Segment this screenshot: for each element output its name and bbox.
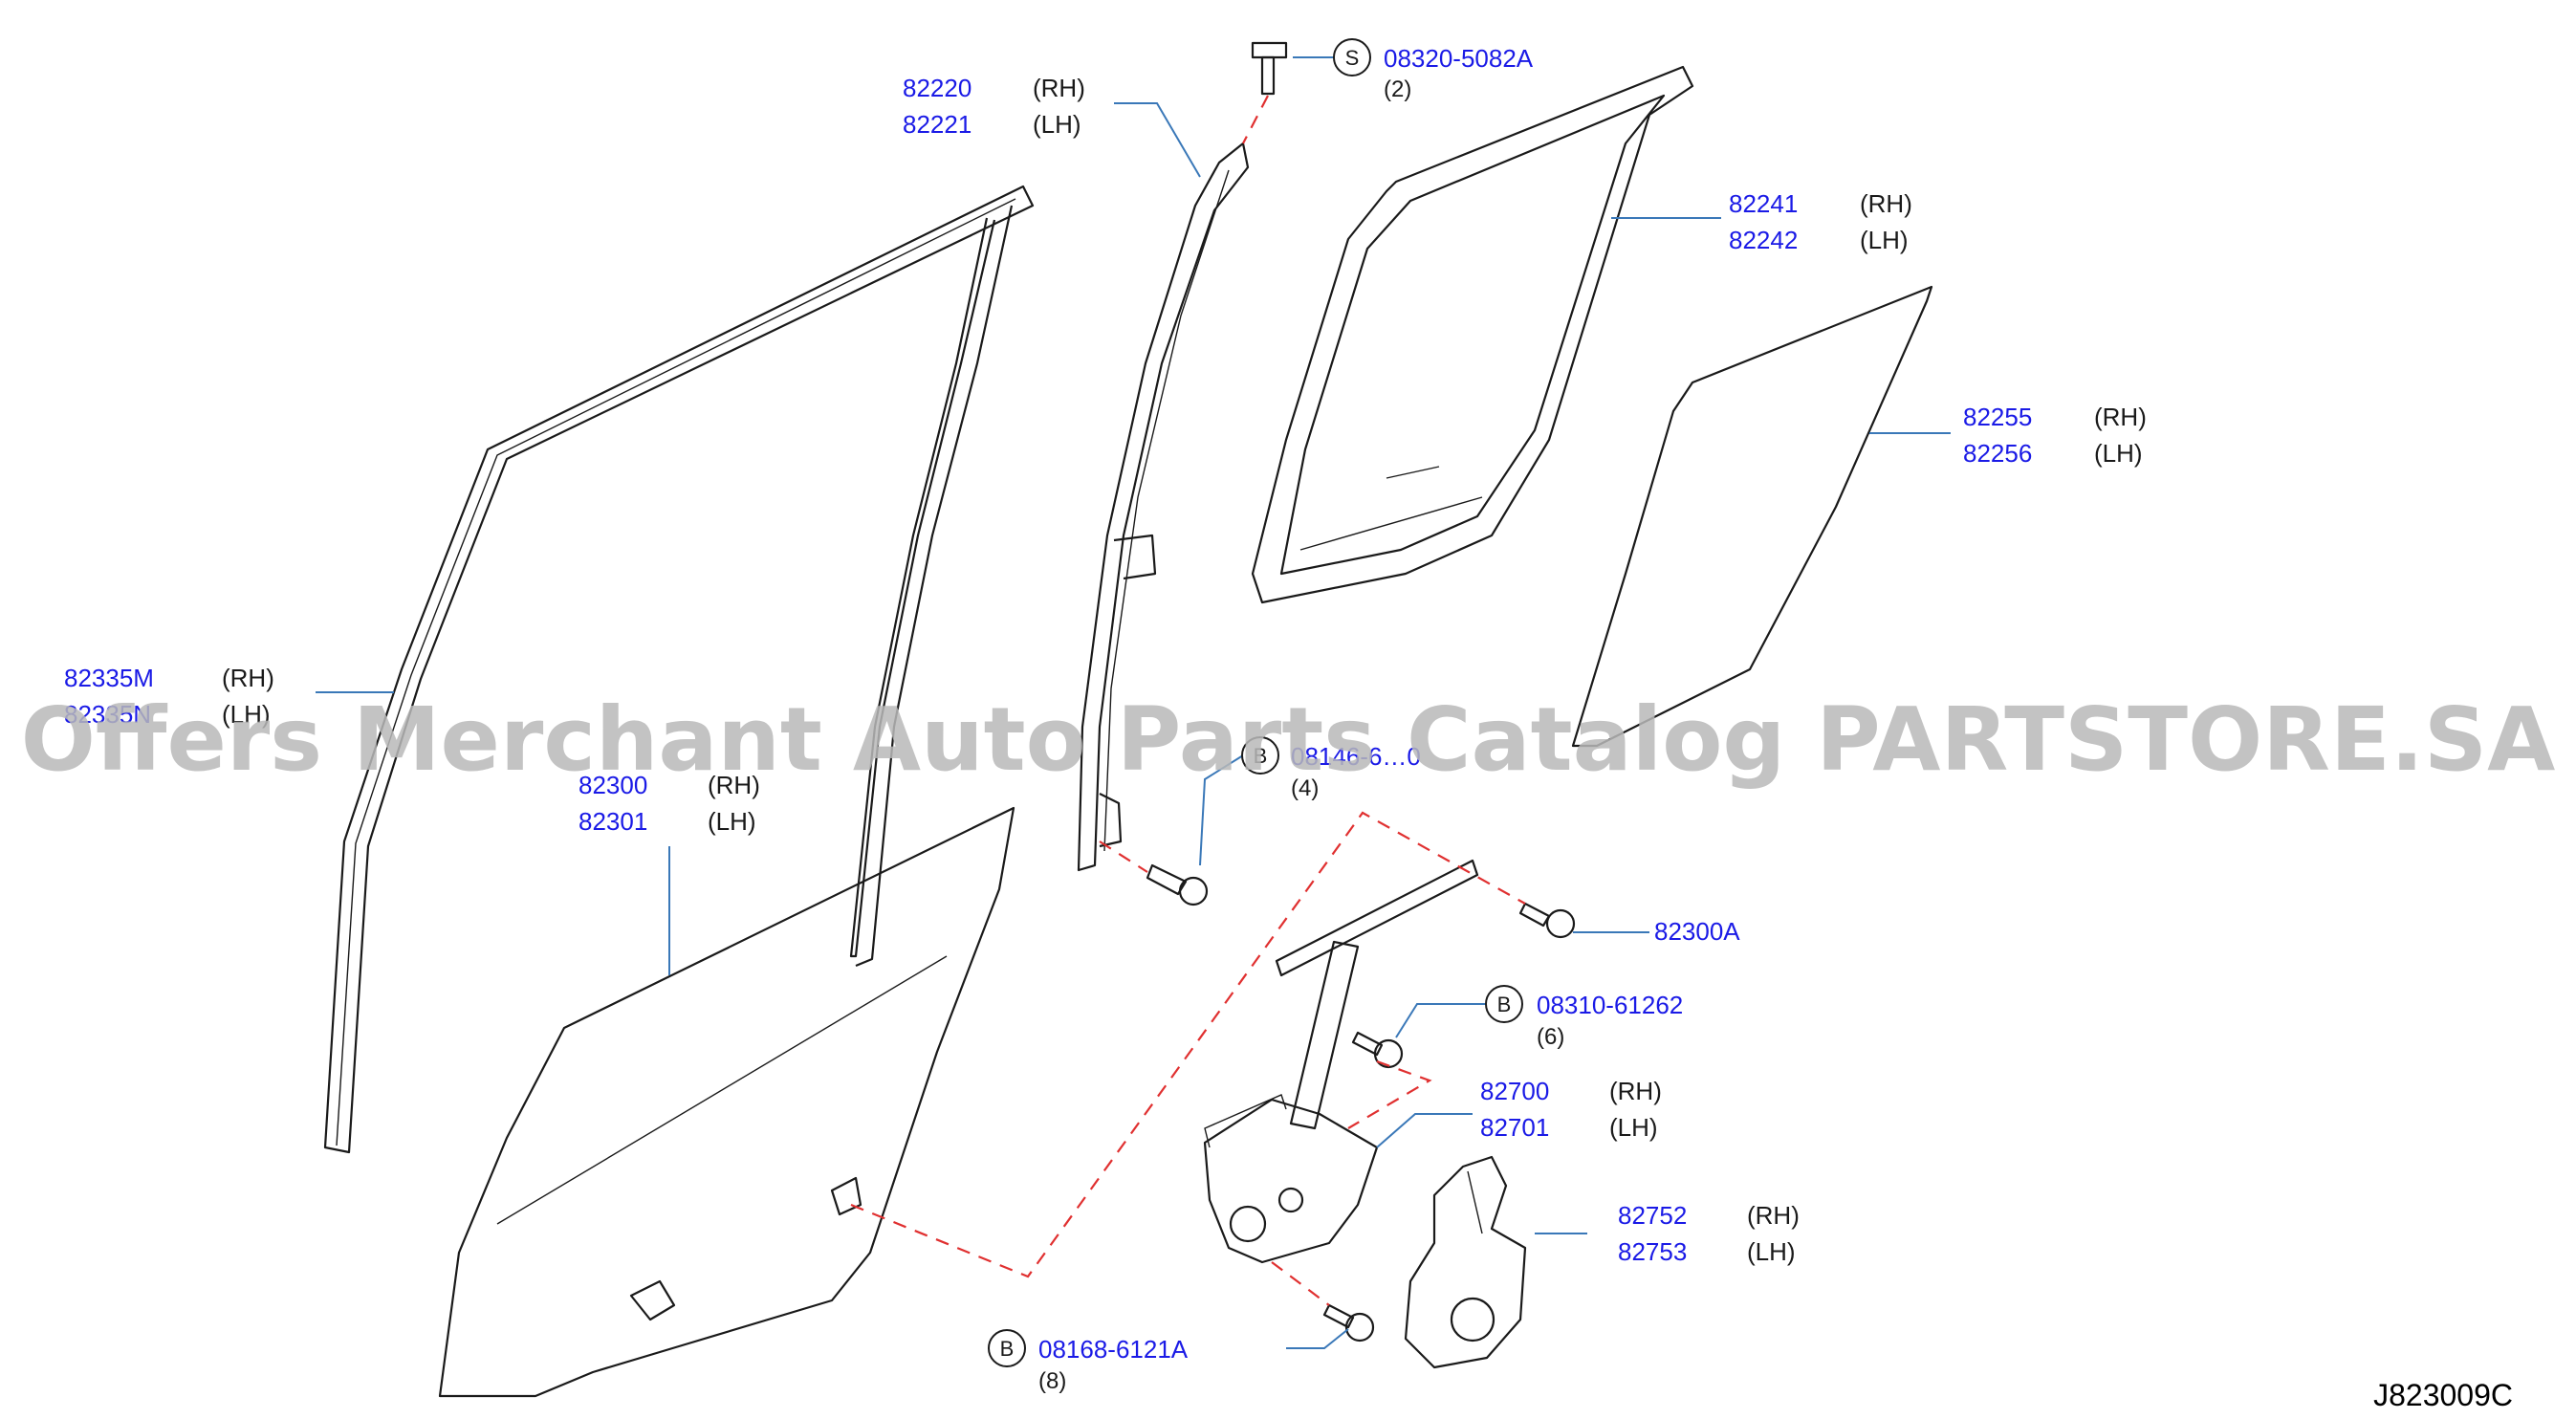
side-rh: (RH) — [2094, 403, 2147, 431]
part-number-08310[interactable]: 08310-61262 — [1537, 991, 1683, 1019]
part-number-82256[interactable]: 82256 — [1963, 439, 2032, 468]
label-82300: 82300 (RH) 82301 (LH) — [579, 771, 760, 836]
label-82220: 82220 (RH) 82221 (LH) — [903, 74, 1085, 139]
side-lh: (LH) — [1609, 1113, 1658, 1142]
regulator-motor[interactable] — [1404, 1155, 1527, 1369]
glass-run-weatherstrip[interactable] — [323, 185, 1035, 1154]
part-number-82242[interactable]: 82242 — [1729, 226, 1798, 254]
side-rh: (RH) — [1747, 1201, 1800, 1230]
quantity: (2) — [1384, 76, 1411, 102]
part-number-82301[interactable]: 82301 — [579, 807, 647, 836]
part-number-82753[interactable]: 82753 — [1618, 1237, 1687, 1266]
bolt-08146[interactable] — [1146, 863, 1209, 906]
code-letter: S — [1345, 46, 1360, 70]
label-08146: B 08146-6…0 (4) — [1241, 736, 1421, 801]
part-number-82220[interactable]: 82220 — [903, 74, 971, 102]
part-number-08320[interactable]: 08320-5082A — [1384, 44, 1534, 73]
assembly-dash-lines — [850, 95, 1526, 1306]
label-08168: B 08168-6121A (8) — [988, 1329, 1189, 1394]
code-letter: B — [1497, 993, 1512, 1016]
part-number-82752[interactable]: 82752 — [1618, 1201, 1687, 1230]
part-number-82701[interactable]: 82701 — [1480, 1113, 1549, 1142]
part-number-82700[interactable]: 82700 — [1480, 1077, 1549, 1105]
part-number-82335N[interactable]: 82335N — [64, 700, 151, 729]
label-82241: 82241 (RH) 82242 (LH) — [1729, 189, 1912, 254]
side-lh: (LH) — [222, 700, 271, 729]
label-82752: 82752 (RH) 82753 (LH) — [1618, 1201, 1800, 1266]
side-rh: (RH) — [1860, 189, 1912, 218]
side-lh: (LH) — [1860, 226, 1909, 254]
label-82700: 82700 (RH) 82701 (LH) — [1480, 1077, 1662, 1142]
bolt-08320[interactable] — [1251, 41, 1288, 96]
leader-lines — [316, 56, 1951, 1349]
label-08320: S 08320-5082A (2) — [1333, 38, 1534, 102]
side-rh: (RH) — [1609, 1077, 1662, 1105]
label-08310: B 08310-61262 (6) — [1485, 985, 1683, 1050]
door-frame-sash[interactable] — [1251, 65, 1694, 604]
part-number-08168[interactable]: 08168-6121A — [1038, 1335, 1189, 1364]
label-82255: 82255 (RH) 82256 (LH) — [1963, 403, 2147, 468]
side-lh: (LH) — [1747, 1237, 1796, 1266]
part-number-82255[interactable]: 82255 — [1963, 403, 2032, 431]
quantity: (4) — [1291, 775, 1319, 801]
side-rh: (RH) — [1033, 74, 1085, 102]
code-letter: B — [1254, 744, 1268, 768]
part-number-82300[interactable]: 82300 — [579, 771, 647, 799]
label-82335: 82335M (RH) 82335N (LH) — [64, 664, 274, 729]
label-82300A: 82300A — [1654, 917, 1740, 946]
code-letter: B — [1000, 1337, 1015, 1361]
code-circle — [988, 1329, 1026, 1367]
diagram-reference-code: J823009C — [2373, 1378, 2513, 1412]
sash-channel[interactable] — [1077, 142, 1250, 872]
door-glass[interactable] — [438, 806, 1015, 1398]
partition-glass[interactable] — [1571, 285, 1933, 748]
side-lh: (LH) — [2094, 439, 2143, 468]
code-circle — [1485, 985, 1523, 1023]
side-lh: (LH) — [1033, 110, 1081, 139]
side-rh: (RH) — [222, 664, 274, 692]
part-number-08146[interactable]: 08146-6…0 — [1291, 742, 1421, 771]
bolt-08310[interactable] — [1351, 1031, 1404, 1069]
part-number-82221[interactable]: 82221 — [903, 110, 971, 139]
part-number-82300A[interactable]: 82300A — [1654, 917, 1740, 946]
quantity: (6) — [1537, 1024, 1564, 1050]
part-number-82241[interactable]: 82241 — [1729, 189, 1798, 218]
part-number-82335M[interactable]: 82335M — [64, 664, 154, 692]
watermark: Offers Merchant Auto Parts Catalog PARTS… — [21, 688, 2556, 791]
code-circle — [1333, 38, 1371, 76]
bolt-82300A[interactable] — [1518, 902, 1576, 939]
bolt-08168[interactable] — [1322, 1303, 1375, 1343]
side-lh: (LH) — [708, 807, 756, 836]
quantity: (8) — [1038, 1368, 1066, 1394]
side-rh: (RH) — [708, 771, 760, 799]
window-regulator[interactable] — [1203, 859, 1479, 1264]
code-circle — [1241, 736, 1279, 775]
